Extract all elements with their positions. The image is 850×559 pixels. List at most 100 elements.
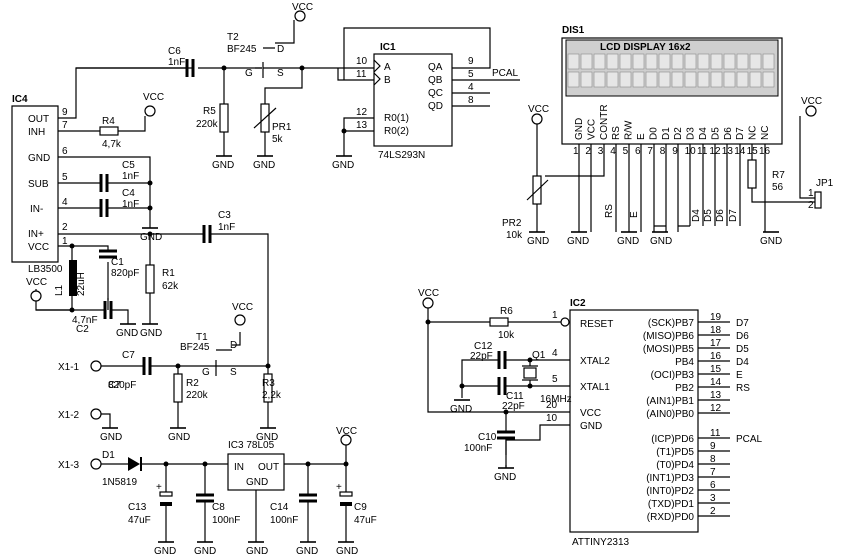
c1-ref: C1 — [111, 257, 124, 268]
lcd-char-cell — [658, 71, 671, 88]
vcc-label-l1: VCC — [26, 277, 47, 288]
c3-plates — [202, 225, 212, 243]
c12-c11-plates — [497, 351, 507, 395]
lcd-char-cell — [749, 53, 762, 70]
r5-value: 220k — [196, 119, 219, 130]
lcd-char-cell — [567, 53, 580, 70]
lcd-pin-label: D5 — [710, 127, 721, 140]
c10-ref: C10 — [478, 432, 497, 443]
ic2-net-label: E — [736, 370, 743, 381]
ic2-right-pin-label: (SCK)PB7 — [648, 318, 695, 329]
lcd-pin-number: 7 — [647, 146, 653, 157]
ic4-pin-gnd: GND — [28, 153, 50, 164]
ic2-pin-reset: RESET — [580, 319, 613, 330]
gnd-label-r5: GND — [212, 160, 234, 171]
r2-ref: R2 — [186, 378, 199, 389]
ic4-pin-inminus: IN- — [30, 204, 43, 215]
ic2-right-pin-number: 14 — [710, 377, 722, 388]
ic2-net-label: PCAL — [736, 434, 763, 445]
ic2-right-pin-label: (INT0)PD2 — [646, 486, 694, 497]
junction — [425, 319, 431, 325]
lcd-pin-label: CONTR — [599, 104, 610, 140]
c14-value: 100nF — [270, 515, 298, 526]
lcd-char-cell — [593, 53, 606, 70]
wire-reset — [427, 308, 570, 413]
ic3-body — [227, 453, 285, 491]
jp1-pin-2: 2 — [808, 200, 814, 211]
pr2-wiper — [526, 179, 549, 201]
c13-ref: C13 — [128, 502, 147, 513]
ic1-num-11: 11 — [356, 69, 367, 80]
c12-value: 22pF — [470, 351, 493, 362]
x1-3-label: X1-3 — [58, 460, 80, 471]
gnd-label-pr2: GND — [527, 236, 549, 247]
l1-ref: L1 — [54, 284, 65, 296]
ic1-num-13: 13 — [356, 120, 368, 131]
ic2-body — [569, 309, 699, 533]
c1-value: 820pF — [111, 268, 139, 279]
ic2-right-pin-label: (MOSI)PB5 — [643, 344, 695, 355]
lcd-char-cell — [593, 71, 606, 88]
r7-ref: R7 — [772, 170, 785, 181]
ic1: IC1 74LS293N A B R0(1) R0(2) QA QB QC QD… — [356, 42, 474, 161]
r2-value: 220k — [186, 390, 209, 401]
ic2-net-label: D4 — [736, 357, 749, 368]
d1-ref: D1 — [102, 450, 115, 461]
r5-body — [219, 103, 229, 133]
ic2-ref: IC2 — [570, 298, 586, 309]
gnd-label-pr1: GND — [253, 160, 275, 171]
junction — [341, 128, 347, 134]
lcd-char-cell — [671, 53, 684, 70]
wire-x12 — [101, 413, 111, 428]
c13-plate-top — [159, 491, 173, 497]
gnd-label-c13: GND — [154, 546, 176, 557]
lcd-char-cell — [684, 71, 697, 88]
lcd-pin-label: NC — [760, 126, 771, 140]
gnd-label-r1: GND — [140, 328, 162, 339]
l1-body — [69, 260, 77, 296]
gnd-label-c14: GND — [296, 546, 318, 557]
q1-value: 16MHz — [540, 394, 572, 405]
ic4-body — [11, 105, 59, 263]
ic4-pin-num-5: 5 — [62, 172, 68, 183]
x1-2-terminal[interactable] — [90, 408, 102, 420]
c9-value: 47uF — [354, 515, 377, 526]
lcd-char-cell — [697, 71, 710, 88]
lcd-pin-label: D2 — [673, 127, 684, 140]
x1-3-terminal[interactable] — [90, 458, 102, 470]
vcc-label-t1: VCC — [232, 302, 253, 313]
lcd-char-cell — [762, 53, 775, 70]
ic2-num-1: 1 — [552, 310, 558, 321]
lcd-net-d7: D7 — [728, 209, 739, 222]
c6-ref: C6 — [168, 46, 181, 57]
x1-1-terminal[interactable] — [90, 360, 102, 372]
gnd-label-ic3: GND — [246, 546, 268, 557]
r4-body — [99, 126, 119, 136]
c7-plates — [142, 357, 152, 375]
dis1-ref: DIS1 — [562, 25, 585, 36]
wire-crystal — [461, 359, 570, 398]
ic1-pin-qb: QB — [428, 75, 443, 86]
lcd-cells — [567, 53, 775, 88]
junction — [147, 205, 153, 211]
lcd-char-cell — [645, 53, 658, 70]
ic1-net-pcal: PCAL — [492, 68, 519, 79]
ic4-pin-num-4: 4 — [62, 197, 68, 208]
ic2-num-20: 20 — [546, 400, 558, 411]
wire-c14-c9 — [307, 464, 347, 542]
lcd-net-d5: D5 — [703, 209, 714, 222]
lcd-char-cell — [762, 71, 775, 88]
c7-ref: C7 — [108, 380, 121, 391]
vcc-terminal-jp — [805, 105, 817, 117]
gnd-label-xtal: GND — [450, 404, 472, 415]
ic1-pin-qa: QA — [428, 62, 443, 73]
l1-value: 22uH — [76, 272, 87, 296]
ic2-net-label: D6 — [736, 331, 749, 342]
c8-value: 100nF — [212, 515, 240, 526]
gnd-label-ic4: GND — [140, 232, 162, 243]
ic2-net-label: RS — [736, 383, 750, 394]
wire-inh-r4 — [58, 116, 146, 132]
ic4-pin-inplus: IN+ — [28, 229, 44, 240]
lcd-char-cell — [632, 71, 645, 88]
r1-value: 62k — [162, 281, 179, 292]
